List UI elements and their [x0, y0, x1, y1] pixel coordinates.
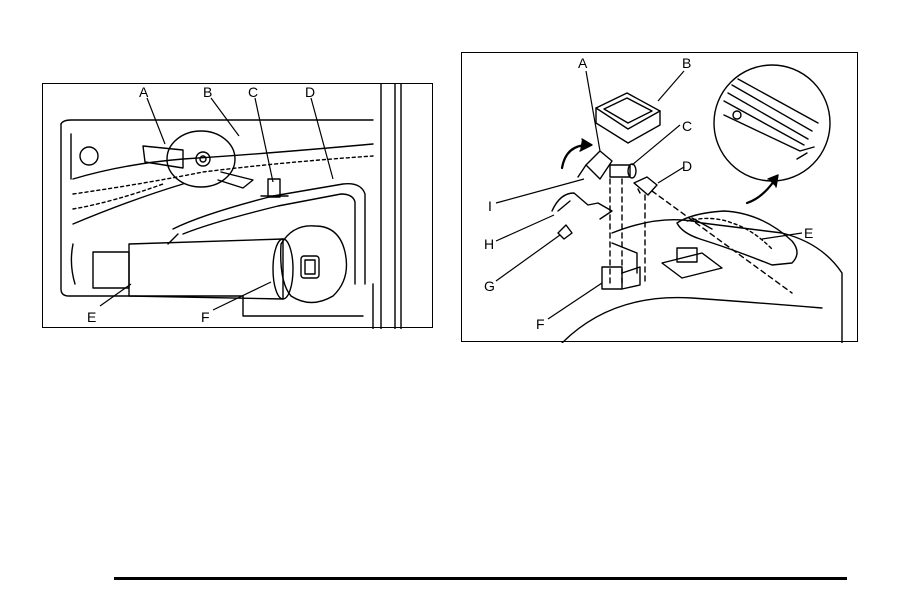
- jack-components-figure: A B C D E F G H I: [461, 52, 858, 342]
- label-d: D: [305, 84, 315, 100]
- label-b: B: [203, 84, 212, 100]
- jack-stowage-drawing: A B C D E F: [43, 84, 434, 329]
- footer-divider: [114, 577, 847, 580]
- label-a: A: [578, 55, 588, 71]
- label-i: I: [488, 198, 492, 214]
- jack-components-drawing: A B C D E F G H I: [462, 53, 859, 343]
- label-h: H: [484, 236, 494, 252]
- label-f: F: [536, 316, 545, 332]
- label-c: C: [248, 84, 258, 100]
- label-a: A: [139, 84, 149, 100]
- label-f: F: [201, 309, 210, 325]
- jack-stowage-figure: A B C D E F: [42, 83, 433, 328]
- label-e: E: [87, 309, 96, 325]
- label-d: D: [682, 158, 692, 174]
- label-b: B: [682, 55, 691, 71]
- label-g: G: [484, 278, 495, 294]
- label-e: E: [804, 225, 813, 241]
- label-c: C: [682, 118, 692, 134]
